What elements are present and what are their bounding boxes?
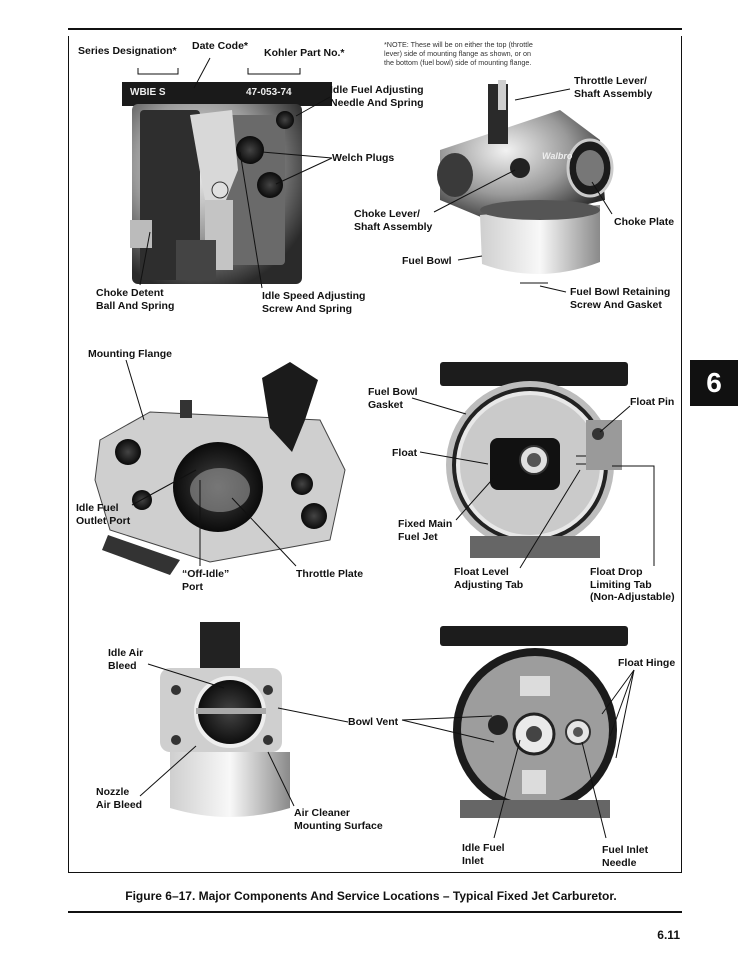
label-float-hinge: Float Hinge (618, 657, 676, 669)
panel5-carburetor-image (160, 622, 290, 817)
label-welch-plugs: Welch Plugs (332, 152, 395, 164)
panel4-float-image (440, 362, 628, 558)
label-idle-fuel-adjusting: Idle Fuel Adjusting Needle And Spring (330, 84, 424, 109)
bottom-rule (68, 911, 682, 913)
leader-lines (125, 57, 655, 839)
label-off-idle-port: “Off-Idle” Port (182, 568, 230, 593)
page-number: 6.11 (657, 928, 680, 942)
top-rule (68, 28, 682, 30)
label-series-designation: Series Designation* (78, 45, 177, 57)
label-throttle-plate: Throttle Plate (296, 568, 364, 580)
figure-caption: Figure 6–17. Major Components And Servic… (125, 889, 617, 903)
label-idle-fuel-inlet: Idle Fuel Inlet (462, 842, 505, 867)
panel3-flange-image (94, 362, 346, 575)
label-idle-air-bleed: Idle Air Bleed (108, 647, 144, 672)
label-bowl-vent: Bowl Vent (348, 716, 399, 728)
label-nozzle-air-bleed: Nozzle Air Bleed (96, 786, 143, 811)
section-tab: 6 (690, 360, 738, 406)
label-date-code: Date Code* (192, 40, 249, 52)
serial-location-note: *NOTE: These will be on either the top (… (384, 40, 533, 67)
label-air-cleaner-surface: Air Cleaner Mounting Surface (294, 807, 383, 832)
figure-frame (68, 36, 682, 873)
label-fixed-main-jet: Fixed Main Fuel Jet (398, 518, 453, 543)
label-throttle-lever: Throttle Lever/ Shaft Assembly (574, 75, 653, 100)
label-idle-fuel-outlet: Idle Fuel Outlet Port (76, 502, 131, 527)
panel2-carburetor-image (437, 80, 614, 275)
series-stamp: WBIE S (130, 87, 166, 98)
label-choke-lever: Choke Lever/ Shaft Assembly (354, 208, 433, 233)
part-number-stamp: 47-053-74 (246, 87, 292, 98)
label-fuel-bowl: Fuel Bowl (402, 255, 452, 267)
label-mounting-flange: Mounting Flange (88, 348, 172, 360)
label-float-pin: Float Pin (630, 396, 675, 408)
panel6-bowl-image (440, 626, 628, 818)
label-float-drop-tab: Float Drop Limiting Tab (Non-Adjustable) (590, 566, 675, 603)
label-kohler-part-no: Kohler Part No.* (264, 47, 345, 59)
label-choke-plate: Choke Plate (614, 216, 675, 228)
label-fuel-bowl-gasket: Fuel Bowl Gasket (368, 386, 418, 411)
label-fuel-inlet-needle: Fuel Inlet Needle (602, 844, 649, 869)
label-float: Float (392, 447, 418, 459)
brand-stamp: Walbro (542, 151, 573, 161)
label-choke-detent: Choke Detent Ball And Spring (96, 287, 175, 312)
label-fuel-bowl-retaining: Fuel Bowl Retaining Screw And Gasket (570, 286, 671, 311)
panel1-carburetor-image (122, 82, 332, 284)
label-float-level-tab: Float Level Adjusting Tab (454, 566, 524, 591)
label-idle-speed-adjusting: Idle Speed Adjusting Screw And Spring (262, 290, 366, 315)
